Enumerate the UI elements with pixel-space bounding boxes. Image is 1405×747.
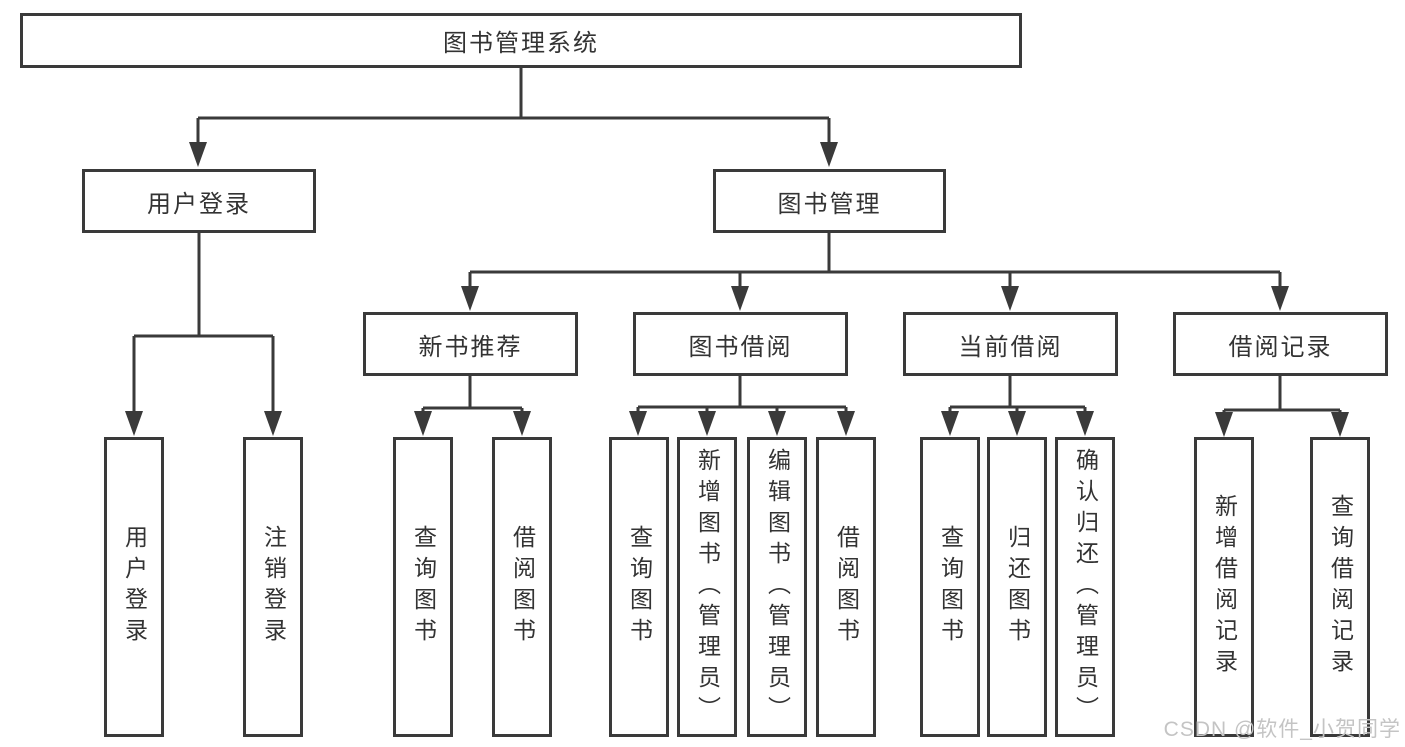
leaf-confirm-return-admin: 确认归还（管理员） — [1055, 437, 1115, 737]
node-book-borrow: 图书借阅 — [633, 312, 848, 376]
leaf-return-books-label: 归还图书 — [1004, 525, 1031, 649]
leaf-add-borrow-record-label: 新增借阅记录 — [1211, 494, 1238, 680]
leaf-borrow-books-recommend: 借阅图书 — [492, 437, 552, 737]
arrowhead-book-borrow — [731, 286, 749, 311]
leaf-edit-book-admin: 编辑图书（管理员） — [747, 437, 807, 737]
arrowhead-leaf-add-book — [698, 411, 716, 436]
leaf-query-books-current-label: 查询图书 — [937, 525, 964, 649]
leaf-logout: 注销登录 — [243, 437, 303, 737]
arrowhead-leaf-logout — [264, 411, 282, 436]
leaf-logout-label: 注销登录 — [260, 525, 287, 649]
node-current-borrow: 当前借阅 — [903, 312, 1118, 376]
leaf-edit-book-admin-label: 编辑图书（管理员） — [764, 447, 791, 727]
arrowhead-borrow-records — [1271, 286, 1289, 311]
connector-new-book-recommend-children — [421, 376, 524, 413]
node-book-management: 图书管理 — [713, 169, 946, 233]
arrowhead-leaf-query-books-1 — [414, 411, 432, 436]
leaf-user-login-label: 用户登录 — [121, 525, 148, 649]
leaf-add-book-admin: 新增图书（管理员） — [677, 437, 737, 737]
arrowhead-book-management — [820, 142, 838, 167]
leaf-confirm-return-admin-label: 确认归还（管理员） — [1072, 447, 1099, 727]
node-user-login-label: 用户登录 — [147, 190, 251, 218]
leaf-borrow-books-recommend-label: 借阅图书 — [509, 525, 536, 649]
arrowhead-leaf-add-record — [1215, 412, 1233, 437]
arrowhead-leaf-borrow-books-2 — [837, 411, 855, 436]
leaf-add-book-admin-label: 新增图书（管理员） — [694, 447, 721, 727]
node-book-management-label: 图书管理 — [777, 190, 882, 218]
leaf-query-books-recommend: 查询图书 — [393, 437, 453, 737]
leaf-borrow-books: 借阅图书 — [816, 437, 876, 737]
connector-borrow-records-children — [1222, 376, 1342, 414]
node-borrow-records: 借阅记录 — [1173, 312, 1388, 376]
node-new-book-recommend-label: 新书推荐 — [418, 333, 523, 361]
connector-book-borrow-children — [636, 376, 848, 413]
leaf-query-borrow-record-label: 查询借阅记录 — [1327, 494, 1354, 680]
arrowhead-leaf-query-books-3 — [941, 411, 959, 436]
node-borrow-records-label: 借阅记录 — [1228, 333, 1333, 361]
connector-user-login-children — [132, 233, 275, 413]
leaf-add-borrow-record: 新增借阅记录 — [1194, 437, 1254, 737]
node-root-label: 图书管理系统 — [443, 30, 599, 57]
node-current-borrow-label: 当前借阅 — [958, 333, 1063, 361]
leaf-query-books-recommend-label: 查询图书 — [410, 525, 437, 649]
arrowhead-current-borrow — [1001, 286, 1019, 311]
arrowhead-leaf-borrow-books-1 — [513, 411, 531, 436]
arrowhead-leaf-return-books — [1008, 411, 1026, 436]
connector-current-borrow-children — [948, 376, 1087, 413]
node-root: 图书管理系统 — [20, 13, 1022, 68]
arrowhead-user-login — [189, 142, 207, 167]
arrowhead-leaf-user-login — [125, 411, 143, 436]
node-book-borrow-label: 图书借阅 — [688, 333, 793, 361]
leaf-query-borrow-record: 查询借阅记录 — [1310, 437, 1370, 737]
leaf-query-books-borrow-label: 查询图书 — [626, 525, 653, 649]
leaf-user-login: 用户登录 — [104, 437, 164, 737]
arrowhead-leaf-edit-book — [768, 411, 786, 436]
arrowhead-leaf-confirm-return — [1076, 411, 1094, 436]
node-new-book-recommend: 新书推荐 — [363, 312, 578, 376]
node-user-login: 用户登录 — [82, 169, 316, 233]
arrowhead-new-book-recommend — [461, 286, 479, 311]
leaf-return-books: 归还图书 — [987, 437, 1047, 737]
csdn-watermark: CSDN @软件_小贺同学 — [1163, 718, 1401, 741]
leaf-borrow-books-label: 借阅图书 — [833, 525, 860, 649]
connector-book-management-children — [468, 233, 1282, 290]
arrowhead-leaf-query-books-2 — [629, 411, 647, 436]
leaf-query-books-current: 查询图书 — [920, 437, 980, 737]
leaf-query-books-borrow: 查询图书 — [609, 437, 669, 737]
connector-root-split — [196, 66, 831, 144]
arrowhead-leaf-query-record — [1331, 412, 1349, 437]
